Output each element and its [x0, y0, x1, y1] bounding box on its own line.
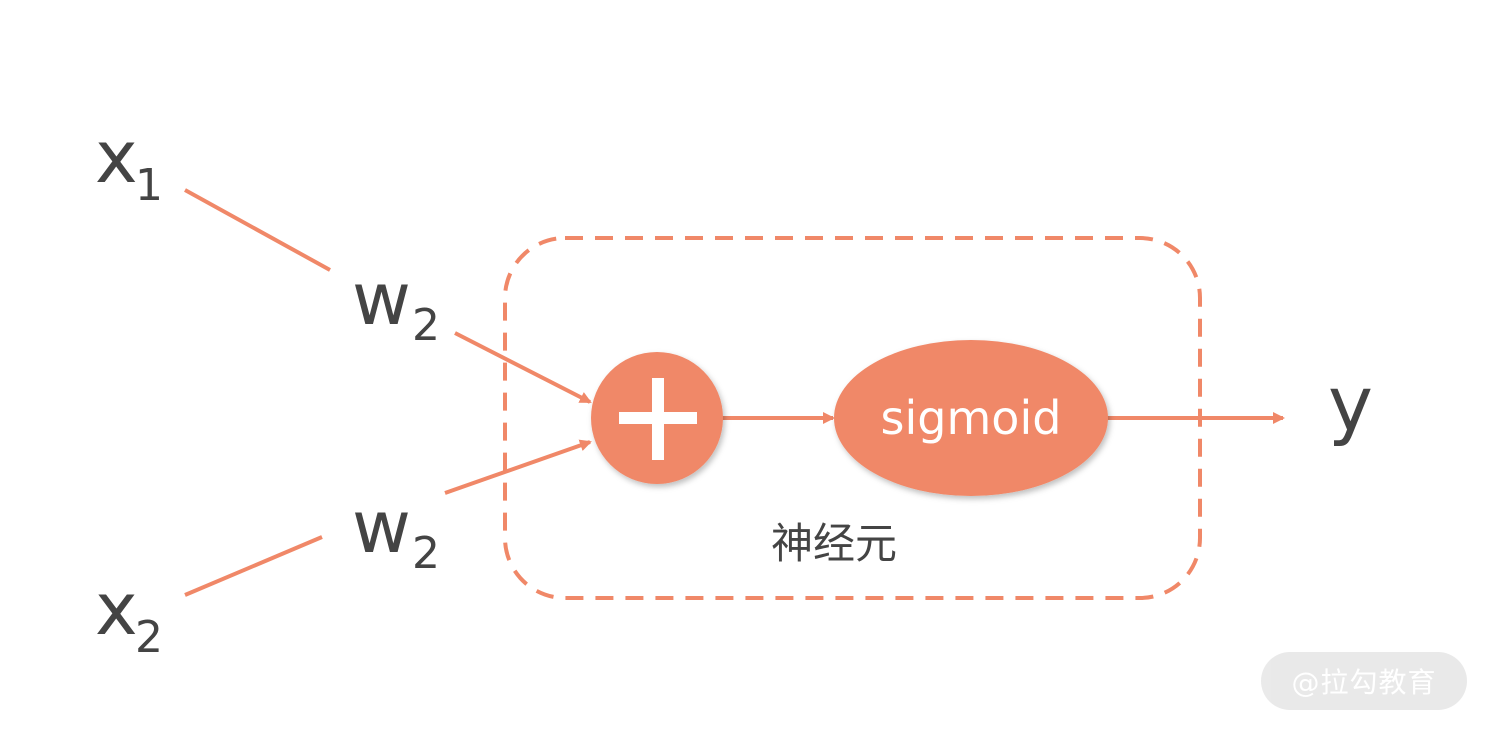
- weight-bottom: w 2: [352, 485, 440, 579]
- input-x2-subscript: 2: [135, 612, 163, 663]
- sigmoid-label: sigmoid: [881, 391, 1062, 445]
- edge-x2-to-w: [184, 535, 323, 597]
- watermark-badge: @拉勾教育: [1261, 652, 1467, 710]
- arrow-w-top-to-sum: [454, 331, 592, 404]
- input-x1: x 1: [95, 115, 163, 211]
- plus-icon-v: [652, 378, 664, 460]
- weight-bottom-subscript: 2: [412, 528, 440, 579]
- weight-bottom-base: w: [352, 485, 411, 569]
- sum-node: [591, 352, 723, 484]
- output-y: y: [1328, 359, 1373, 448]
- input-x1-base: x: [95, 115, 138, 199]
- arrow-w-bottom-to-sum: [444, 439, 592, 495]
- input-x1-subscript: 1: [135, 160, 163, 211]
- sigmoid-node: sigmoid: [834, 340, 1108, 496]
- watermark-text: @拉勾教育: [1291, 666, 1437, 699]
- input-x2: x 2: [95, 567, 163, 663]
- input-x2-base: x: [95, 567, 138, 651]
- weight-top-subscript: 2: [412, 300, 440, 351]
- neuron-caption: 神经元: [771, 519, 897, 568]
- weight-top: w 2: [352, 257, 440, 351]
- weight-top-base: w: [352, 257, 411, 341]
- edge-x1-to-w: [184, 188, 331, 272]
